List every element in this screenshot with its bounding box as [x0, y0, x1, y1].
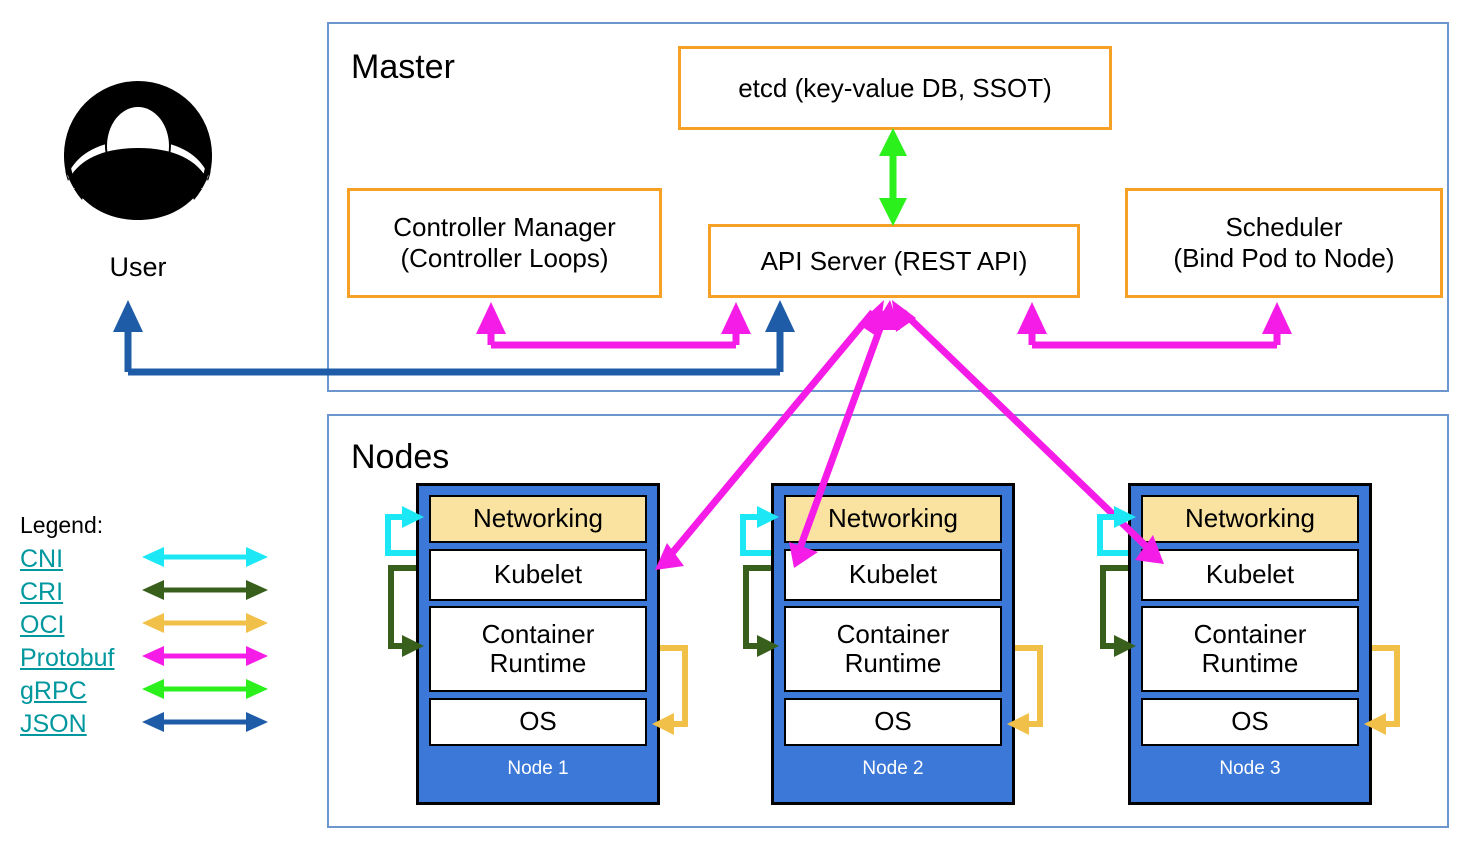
legend-arrow-grpc	[142, 679, 268, 699]
node-1-runtime-label-line1: Container	[481, 618, 595, 649]
node-2-networking[interactable]: Networking	[784, 495, 1002, 543]
user-label: User	[109, 252, 167, 282]
legend-arrow-cri	[142, 580, 268, 600]
master-group-title: Master	[351, 48, 455, 86]
legend-item-grpc[interactable]: gRPC	[20, 677, 87, 705]
node-1-kubelet-label: Kubelet	[493, 559, 583, 590]
node-3-networking[interactable]: Networking	[1141, 495, 1359, 543]
legend-item-protobuf[interactable]: Protobuf	[20, 644, 115, 672]
node-3-kubelet-label: Kubelet	[1205, 559, 1295, 590]
controller-manager-box[interactable]: Controller Manager (Controller Loops)	[347, 188, 662, 298]
scheduler-label-line2: (Bind Pod to Node)	[1173, 243, 1395, 273]
node-2-runtime-label-line2: Runtime	[844, 648, 942, 678]
legend-arrow-protobuf	[142, 646, 268, 666]
api-server-label: API Server (REST API)	[760, 245, 1028, 276]
node-2-os[interactable]: OS	[784, 698, 1002, 746]
node-card-3[interactable]: Networking Kubelet Container Runtime OS …	[1128, 483, 1372, 805]
user-avatar	[62, 78, 214, 226]
node-card-1[interactable]: Networking Kubelet Container Runtime OS …	[416, 483, 660, 805]
node-3-kubelet[interactable]: Kubelet	[1141, 549, 1359, 601]
legend-item-json[interactable]: JSON	[20, 710, 87, 738]
node-3-os[interactable]: OS	[1141, 698, 1359, 746]
node-1-label: Node 1	[507, 758, 569, 779]
etcd-label: etcd (key-value DB, SSOT)	[738, 72, 1052, 103]
legend-title: Legend:	[20, 512, 104, 538]
node-3-runtime-label-line2: Runtime	[1201, 648, 1299, 678]
node-3-container-runtime[interactable]: Container Runtime	[1141, 606, 1359, 692]
legend-item-cri[interactable]: CRI	[20, 578, 64, 606]
node-3-os-label: OS	[1231, 706, 1269, 737]
legend-item-cni[interactable]: CNI	[20, 545, 64, 573]
node-1-networking-label: Networking	[472, 503, 604, 534]
node-2-runtime-label-line1: Container	[836, 618, 950, 649]
controller-manager-label-line1: Controller Manager	[393, 212, 616, 243]
node-1-os-label: OS	[519, 706, 557, 737]
api-server-box[interactable]: API Server (REST API)	[708, 224, 1080, 298]
node-2-networking-label: Networking	[827, 503, 959, 534]
node-2-label: Node 2	[862, 758, 924, 779]
node-1-runtime-label-line2: Runtime	[489, 648, 587, 678]
node-3-networking-label: Networking	[1184, 503, 1316, 534]
user-avatar-icon	[63, 81, 213, 220]
etcd-box[interactable]: etcd (key-value DB, SSOT)	[678, 46, 1112, 130]
node-2-kubelet[interactable]: Kubelet	[784, 549, 1002, 601]
scheduler-label-line1: Scheduler	[1225, 212, 1343, 243]
legend-swatches	[142, 547, 268, 732]
scheduler-box[interactable]: Scheduler (Bind Pod to Node)	[1125, 188, 1443, 298]
node-3-runtime-label-line1: Container	[1193, 618, 1307, 649]
legend-item-oci[interactable]: OCI	[20, 611, 65, 639]
node-3-label: Node 3	[1219, 758, 1281, 779]
controller-manager-label-line2: (Controller Loops)	[400, 243, 609, 273]
node-2-container-runtime[interactable]: Container Runtime	[784, 606, 1002, 692]
legend-arrow-oci	[142, 613, 268, 633]
legend-arrow-cni	[142, 547, 268, 567]
node-1-kubelet[interactable]: Kubelet	[429, 549, 647, 601]
nodes-group-title: Nodes	[351, 438, 450, 476]
node-1-os[interactable]: OS	[429, 698, 647, 746]
node-2-os-label: OS	[874, 706, 912, 737]
node-card-2[interactable]: Networking Kubelet Container Runtime OS …	[771, 483, 1015, 805]
node-1-networking[interactable]: Networking	[429, 495, 647, 543]
node-1-container-runtime[interactable]: Container Runtime	[429, 606, 647, 692]
node-2-kubelet-label: Kubelet	[848, 559, 938, 590]
legend-arrow-json	[142, 712, 268, 732]
